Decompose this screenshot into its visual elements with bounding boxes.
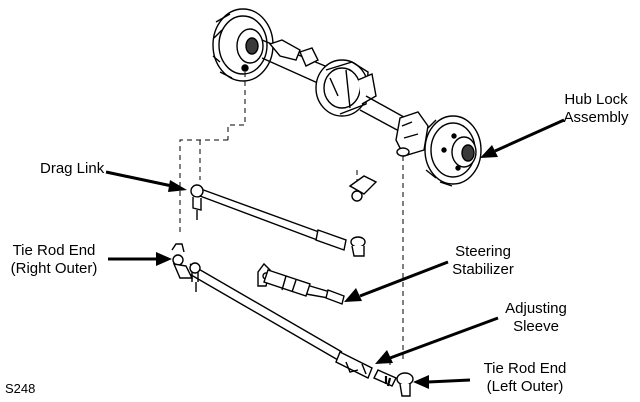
drag-link-leader xyxy=(105,170,173,188)
figure-code: S248 xyxy=(5,381,36,396)
adjusting-sleeve-label-line2: Sleeve xyxy=(513,318,559,335)
tie-rod xyxy=(171,243,414,397)
adjusting-sleeve-label: Adjusting Sleeve xyxy=(494,300,578,336)
tie-rod-end-right-label: Tie Rod End (Right Outer) xyxy=(0,242,108,278)
hub-lock-label-line1: Hub Lock xyxy=(564,91,628,108)
front-axle-assembly xyxy=(212,8,482,187)
tie-rod-end-left-label: Tie Rod End (Left Outer) xyxy=(470,360,580,396)
steering-stabilizer xyxy=(257,262,345,305)
drag-link-label: Drag Link xyxy=(40,160,105,177)
hub-lock-leader xyxy=(494,118,565,153)
hub-lock-label-line2: Assembly xyxy=(563,109,629,126)
adjusting-sleeve-leader xyxy=(389,316,499,360)
drag-link xyxy=(190,184,366,257)
right-brake-drum xyxy=(424,115,482,187)
hub-lock-assembly-label: Hub Lock Assembly xyxy=(558,91,634,127)
idler-ball-stud xyxy=(348,175,378,202)
differential-carrier xyxy=(315,59,377,117)
left-brake-drum xyxy=(212,8,274,82)
tie-rod-left-label-line1: Tie Rod End xyxy=(483,360,567,377)
tie-rod-right-label-line1: Tie Rod End xyxy=(12,242,96,259)
steering-stabilizer-label-line1: Steering xyxy=(455,243,511,260)
left-outer-tie-rod-end xyxy=(373,369,414,397)
adjusting-sleeve-label-line1: Adjusting xyxy=(505,300,567,317)
adjusting-sleeve xyxy=(335,351,373,379)
tie-rod-left-leader xyxy=(427,378,471,384)
leader-arrows xyxy=(105,118,565,389)
tie-rod-right-label-line2: (Right Outer) xyxy=(10,260,98,277)
steering-stabilizer-leader xyxy=(359,260,449,298)
tie-rod-left-label-line2: (Left Outer) xyxy=(486,378,564,395)
alignment-dashed-lines xyxy=(179,72,404,368)
steering-stabilizer-label-line2: Stabilizer xyxy=(452,261,514,278)
steering-stabilizer-label: Steering Stabilizer xyxy=(440,243,526,279)
